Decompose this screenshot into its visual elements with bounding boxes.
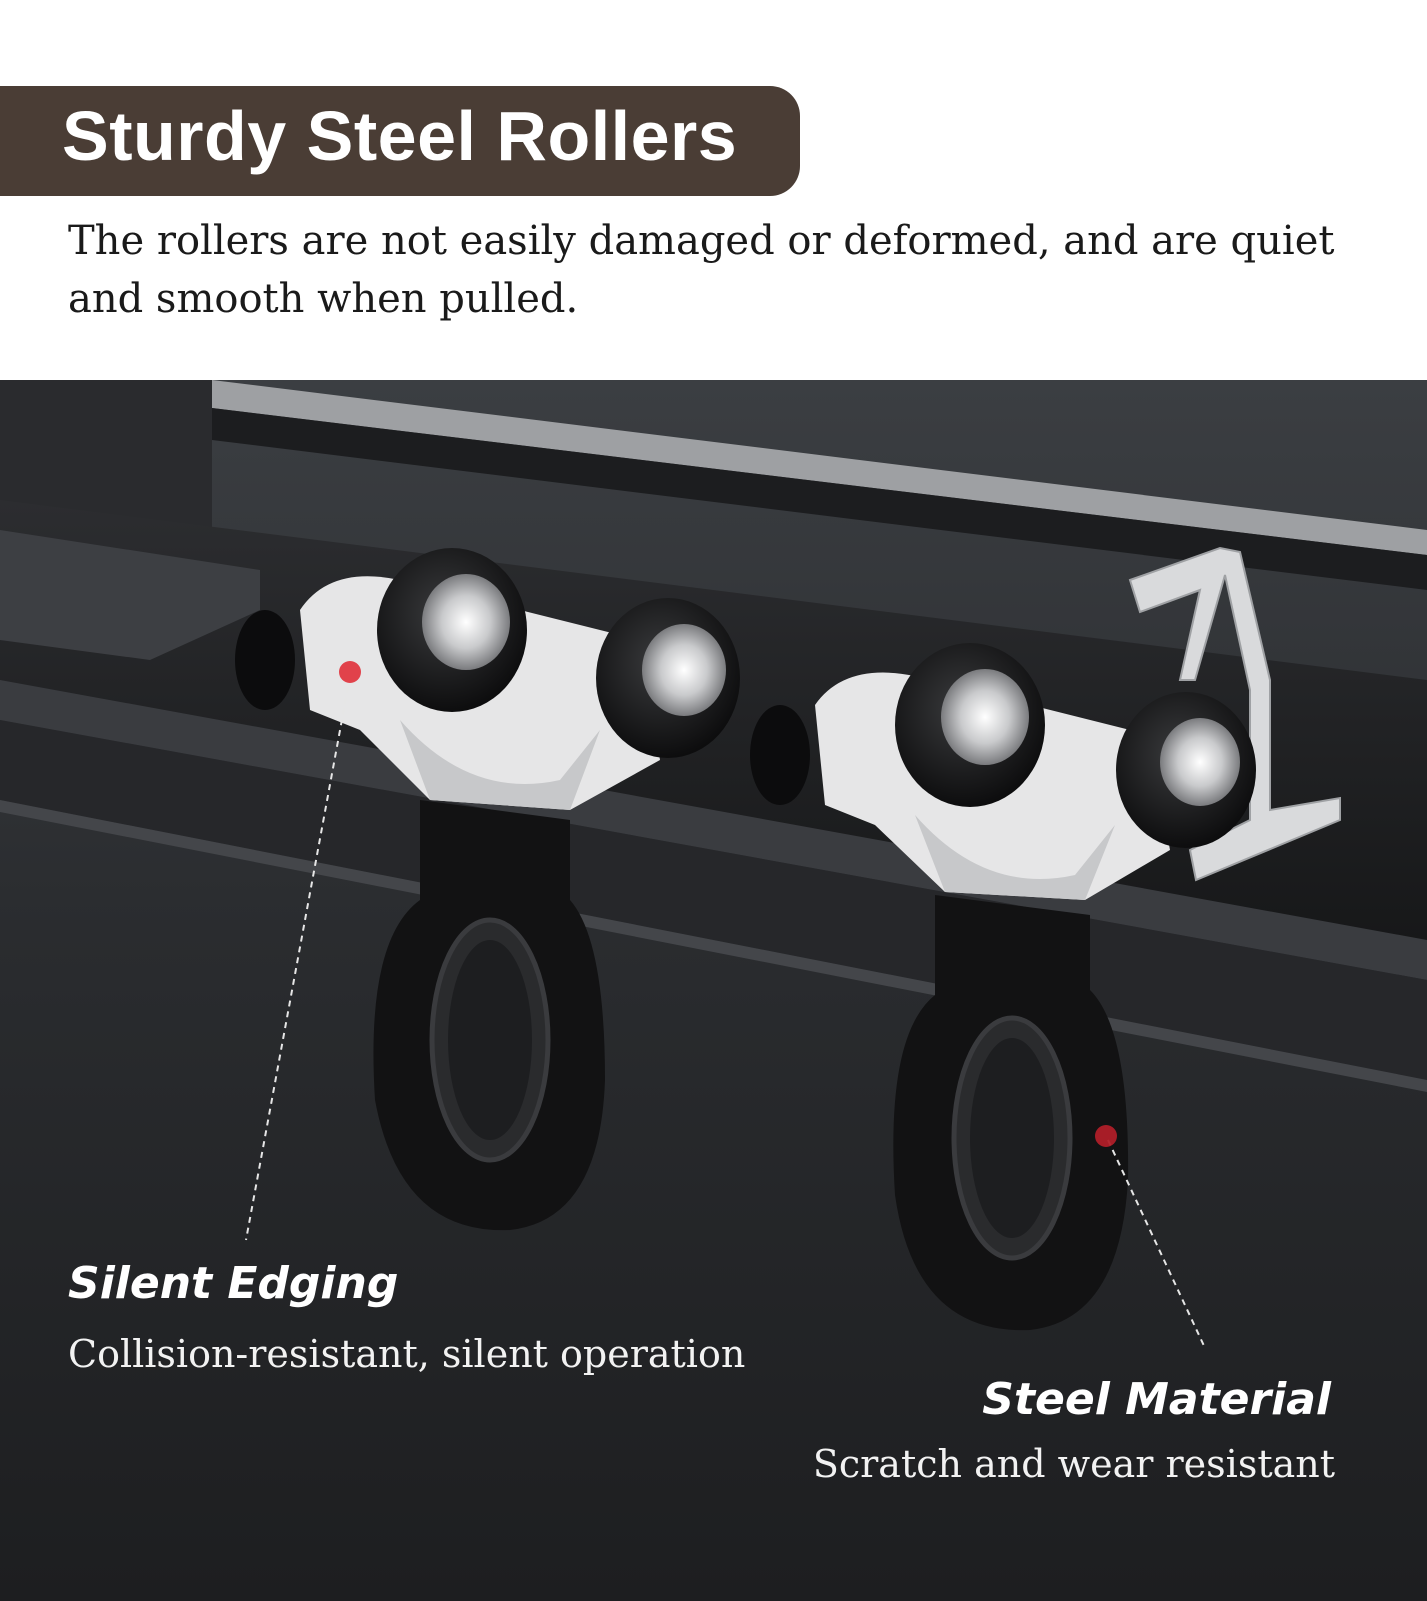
callout-desc-steel-material: Scratch and wear resistant: [812, 1442, 1335, 1486]
leader-line-1: [245, 675, 351, 1241]
rail-top-edge: [212, 380, 1427, 555]
header-section: Sturdy Steel Rollers The rollers are not…: [0, 0, 1427, 380]
roller-carrier-2: [750, 643, 1256, 1331]
leader-line-2: [1107, 1139, 1206, 1349]
callout-desc-silent-edging: Collision-resistant, silent operation: [68, 1332, 746, 1376]
roller-carrier-1: [235, 548, 740, 1231]
end-bracket: [1128, 546, 1341, 882]
page-description: The rollers are not easily damaged or de…: [68, 218, 1335, 322]
marker-dot-1: [339, 661, 361, 683]
page-title: Sturdy Steel Rollers: [62, 97, 738, 175]
product-photo: [0, 380, 1427, 1601]
callout-title-steel-material: Steel Material: [982, 1374, 1331, 1425]
marker-dot-2: [1095, 1125, 1117, 1147]
title-banner: [0, 86, 800, 196]
callout-title-silent-edging: Silent Edging: [68, 1258, 399, 1309]
